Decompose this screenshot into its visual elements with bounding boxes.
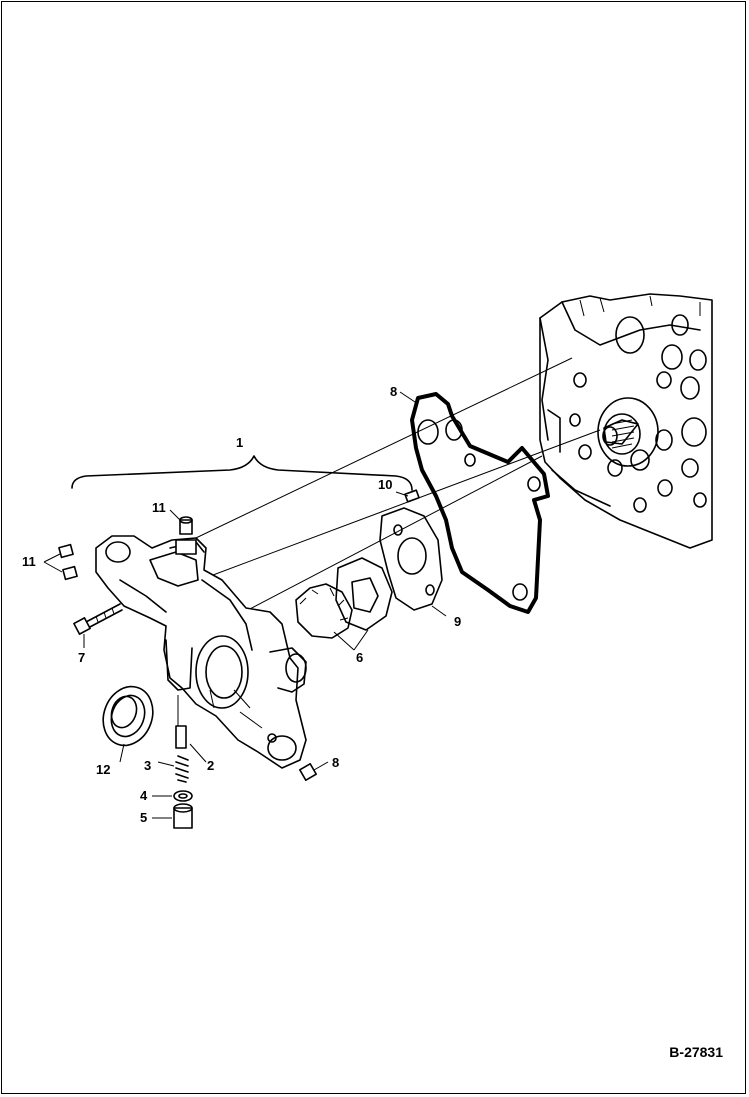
screw-part-10 <box>404 489 420 503</box>
oil-pump-housing <box>95 535 307 769</box>
callout-3: 3 <box>144 758 151 773</box>
timing-gasket <box>410 392 550 614</box>
callout-2: 2 <box>207 758 214 773</box>
callout-8-plug: 8 <box>332 755 339 770</box>
bolt-part-7 <box>73 603 123 635</box>
assembly-bracket <box>71 455 413 491</box>
callout-11-top: 11 <box>152 500 166 515</box>
callout-7: 7 <box>78 650 85 665</box>
callout-8-gasket: 8 <box>390 384 397 399</box>
pump-gears <box>295 557 393 639</box>
pump-cover-gasket <box>379 507 443 611</box>
seal-part-12 <box>102 685 154 747</box>
figure-id-label: B-27831 <box>669 1044 723 1060</box>
callout-11-left: 11 <box>22 554 36 569</box>
callout-5: 5 <box>140 810 147 825</box>
relief-valve-parts <box>173 725 193 829</box>
callout-6: 6 <box>356 650 363 665</box>
callout-4: 4 <box>140 788 148 803</box>
callout-9: 9 <box>454 614 461 629</box>
callout-10: 10 <box>378 477 392 492</box>
callout-1: 1 <box>236 435 243 450</box>
leader-lines <box>43 391 447 819</box>
callouts: 1 2 3 4 5 6 7 8 8 9 10 11 11 12 <box>22 384 461 825</box>
engine-block <box>539 293 713 549</box>
plug-part-8 <box>299 763 317 781</box>
callout-12: 12 <box>96 762 110 777</box>
